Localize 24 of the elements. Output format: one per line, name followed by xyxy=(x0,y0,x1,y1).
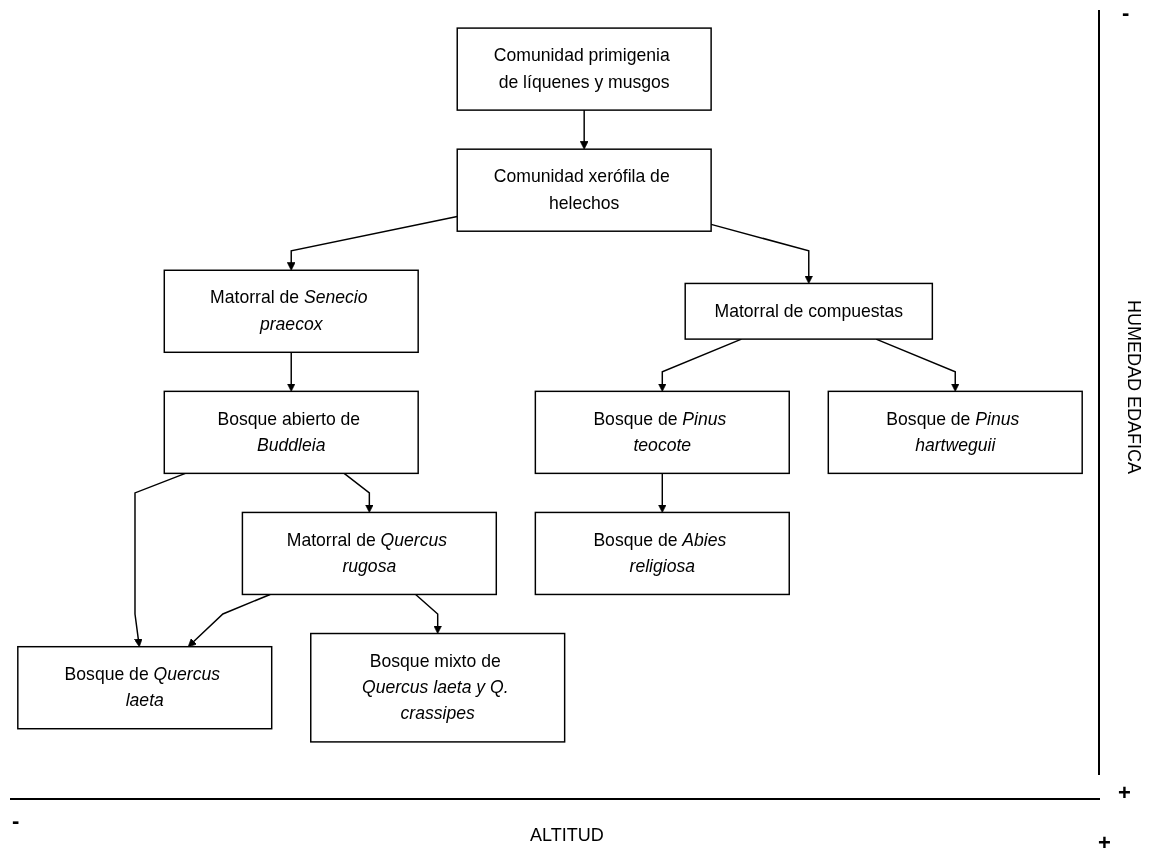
axis-sign: - xyxy=(12,808,20,834)
node-box: Matorral de Senecio praecox xyxy=(163,269,419,354)
arrow xyxy=(658,472,667,513)
axis-sign: + xyxy=(1118,780,1131,806)
axis-sign: - xyxy=(1122,0,1130,26)
node-box: Bosque de Quercus laeta xyxy=(17,645,273,730)
node-box: Bosque de Abies religiosa xyxy=(534,511,790,596)
node-box: Matorral de Quercus rugosa xyxy=(241,511,498,596)
arrow xyxy=(187,593,271,648)
arrow xyxy=(286,215,458,271)
axis-label: HUMEDAD EDAFICA xyxy=(1123,300,1144,474)
axis-sign: + xyxy=(1098,830,1111,854)
node-box: Bosque de Pinus hartweguii xyxy=(827,390,1083,475)
arrow xyxy=(579,109,589,150)
node-box: Bosque abierto de Buddleia xyxy=(163,390,419,475)
node-box: Bosque de Pinus teocote xyxy=(534,390,790,475)
node-box: Comunidad primigenia de líquenes y musgos xyxy=(456,27,712,111)
node-box: Comunidad xerófila de helechos xyxy=(456,148,712,232)
arrow xyxy=(414,593,442,634)
axis-label: ALTITUD xyxy=(530,825,604,846)
node-box: Matorral de compuestas xyxy=(684,282,934,340)
arrow xyxy=(286,351,296,392)
node-box: Bosque mixto de Quercus laeta y Q. crassipes xyxy=(310,632,566,743)
arrow xyxy=(343,472,374,513)
